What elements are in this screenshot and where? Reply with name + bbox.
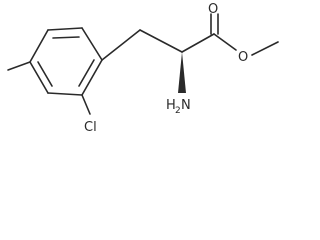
carbonyl-oxygen-label: O bbox=[208, 2, 218, 17]
alpha-carbon-bond bbox=[139, 29, 183, 53]
amine-h-label: H bbox=[166, 98, 176, 113]
amine-h-count: 2 bbox=[175, 106, 181, 116]
ring-double-bond-1 bbox=[52, 36, 80, 39]
chemical-structure: O O H 2 N Cl bbox=[7, 2, 279, 135]
ester-oxygen-label: O bbox=[238, 50, 248, 65]
amine-n-label: N bbox=[181, 98, 191, 113]
ch2-bond bbox=[101, 29, 141, 61]
ring-double-bond-2 bbox=[37, 61, 53, 87]
chloro-bond bbox=[81, 94, 91, 115]
ring-bond-5 bbox=[47, 92, 83, 96]
methoxy-bond bbox=[251, 41, 279, 56]
carboxyl-bond bbox=[181, 33, 215, 53]
methyl-bond bbox=[7, 61, 31, 71]
ring-bond-2 bbox=[47, 27, 83, 31]
ring-bond-3 bbox=[29, 29, 49, 63]
chlorine-label: Cl bbox=[84, 120, 97, 135]
ester-o-bond bbox=[213, 33, 237, 51]
benzene-ring bbox=[29, 27, 103, 96]
amine-label: H 2 N bbox=[166, 98, 191, 116]
ring-bond-4 bbox=[29, 61, 49, 94]
stereo-wedge-bond bbox=[178, 52, 186, 93]
ring-bond-1 bbox=[81, 27, 103, 61]
ring-double-bond-3 bbox=[78, 59, 95, 87]
ring-bond-6 bbox=[81, 59, 103, 96]
